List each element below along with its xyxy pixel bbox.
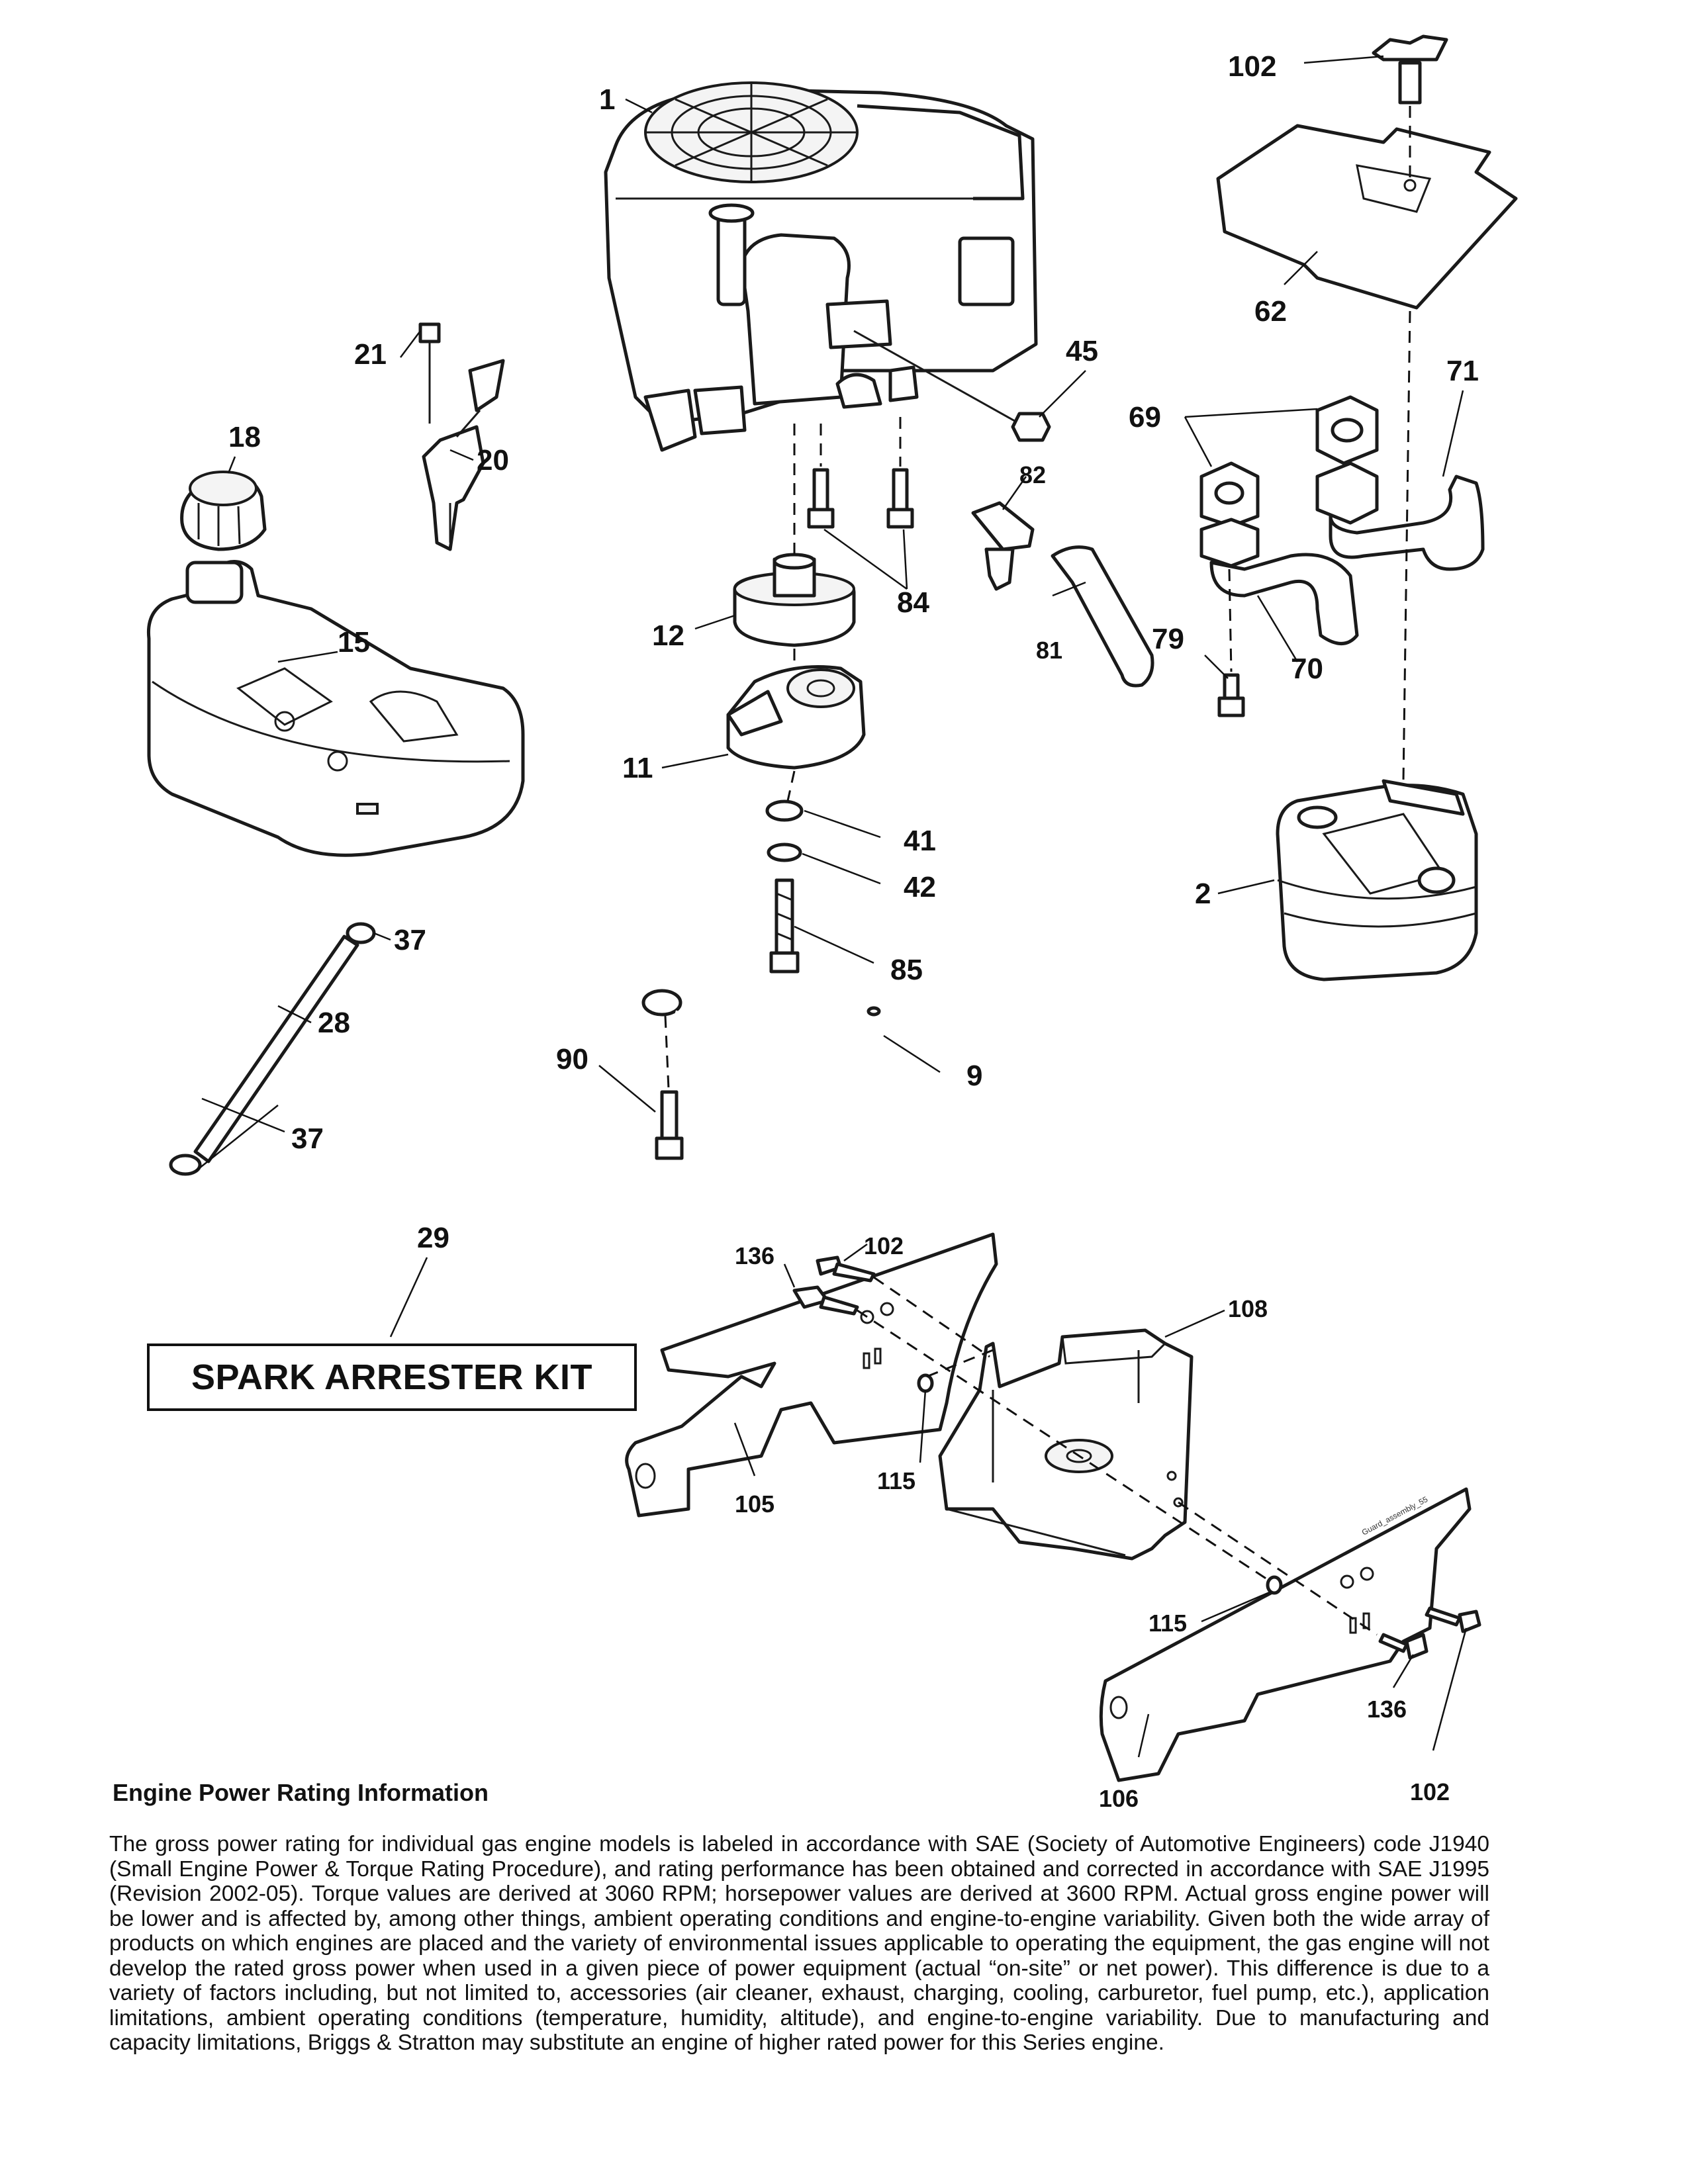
callout-45: 45	[1066, 335, 1098, 367]
callout-42: 42	[904, 871, 936, 903]
callout-82: 82	[1019, 461, 1046, 488]
callout-18: 18	[228, 421, 261, 453]
callout-115-lower: 115	[1149, 1610, 1187, 1637]
bolt-79	[1217, 673, 1245, 717]
callout-81: 81	[1036, 637, 1062, 664]
callout-115-upper: 115	[877, 1467, 915, 1494]
assembly-lines	[664, 106, 1411, 1636]
callout-37-bottom: 37	[291, 1122, 324, 1155]
callout-70: 70	[1291, 653, 1323, 685]
callout-84: 84	[897, 586, 929, 619]
callout-11: 11	[622, 752, 653, 784]
callout-12: 12	[652, 619, 684, 652]
callout-62: 62	[1254, 295, 1287, 328]
bolt-102-top	[1372, 34, 1448, 105]
pulley	[733, 553, 856, 647]
callout-28: 28	[318, 1007, 350, 1039]
callout-102-upper: 102	[864, 1232, 904, 1259]
bolts-84	[807, 412, 1051, 529]
fuel-cap	[180, 471, 267, 551]
callout-41: 41	[904, 825, 936, 857]
engine	[604, 81, 1038, 452]
rating-body: The gross power rating for individual ga…	[109, 1832, 1489, 2055]
callout-29: 29	[417, 1222, 449, 1254]
callout-102-lower: 102	[1410, 1778, 1450, 1805]
callout-2: 2	[1195, 878, 1211, 910]
callout-90: 90	[556, 1043, 588, 1075]
muffler	[1276, 779, 1478, 981]
heat-shield	[1216, 124, 1518, 310]
spark-arrester-kit-label: SPARK ARRESTER KIT	[147, 1343, 637, 1411]
callout-69: 69	[1129, 401, 1161, 433]
callout-79: 79	[1152, 623, 1184, 655]
callout-108: 108	[1228, 1295, 1268, 1322]
fuel-filter	[971, 501, 1154, 688]
callout-102-top: 102	[1228, 50, 1276, 83]
bolts-136-102-lower	[1378, 1606, 1481, 1660]
callout-136-upper: 136	[735, 1242, 774, 1269]
callout-71: 71	[1446, 355, 1479, 387]
callout-37-top: 37	[394, 924, 426, 956]
rating-heading: Engine Power Rating Information	[113, 1779, 489, 1806]
pto-clutch	[726, 665, 866, 770]
guard-plate-105	[625, 1232, 998, 1518]
callout-136-lower: 136	[1367, 1696, 1407, 1723]
washers-and-bolt	[765, 799, 804, 974]
fuel-line	[169, 922, 376, 1176]
callout-20: 20	[477, 444, 509, 477]
throttle-bracket	[418, 322, 505, 551]
guard-108	[938, 1328, 1194, 1561]
callouts: 1 102 62 45 71 69 82 84 12 81 79 70 11 4…	[228, 50, 1479, 1812]
callout-15: 15	[338, 626, 370, 659]
callout-105: 105	[735, 1490, 774, 1518]
callout-1: 1	[599, 83, 615, 116]
fuel-tank	[146, 560, 525, 857]
leader-lines	[195, 55, 1468, 1758]
callout-106: 106	[1099, 1785, 1139, 1812]
callout-21: 21	[354, 338, 387, 371]
bolts-136-102-upper	[792, 1255, 934, 1393]
rod-and-bolt	[641, 989, 957, 1160]
callout-85: 85	[890, 954, 923, 986]
callout-9: 9	[966, 1060, 982, 1092]
exhaust-pipes	[1199, 395, 1485, 645]
